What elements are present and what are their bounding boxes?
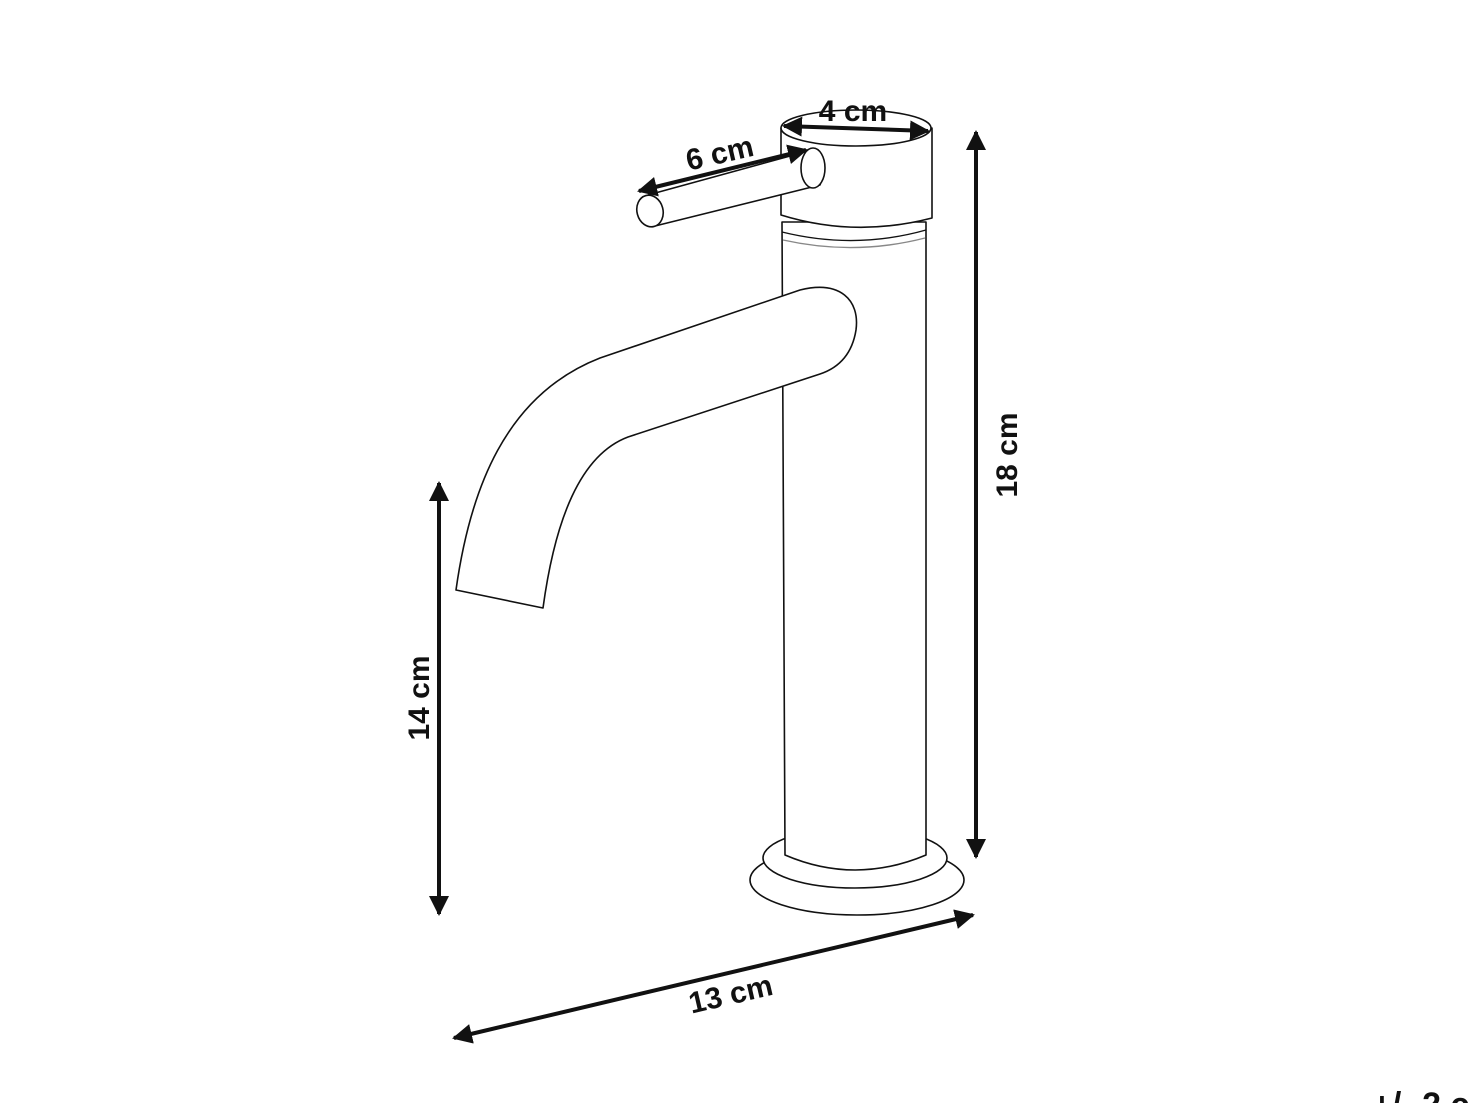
faucet-illustration [455, 109, 965, 916]
dim-label-total-height: 18 cm [991, 412, 1024, 497]
body-ring [781, 229, 927, 242]
tolerance-note: +/- 2 cm [1372, 1086, 1470, 1103]
body-ring-2 [782, 237, 926, 249]
dim-label-spout-height: 14 cm [403, 655, 436, 740]
dim-arrow-depth [452, 909, 975, 1044]
dim-arrow-handle-diameter [782, 116, 930, 141]
faucet-spout [455, 286, 858, 609]
dim-label-handle-diameter: 4 cm [819, 95, 887, 128]
faucet-body [781, 221, 927, 871]
lever-base [800, 147, 826, 189]
dim-label-depth: 13 cm [686, 969, 776, 1020]
dim-arrow-lever-length [637, 144, 808, 197]
